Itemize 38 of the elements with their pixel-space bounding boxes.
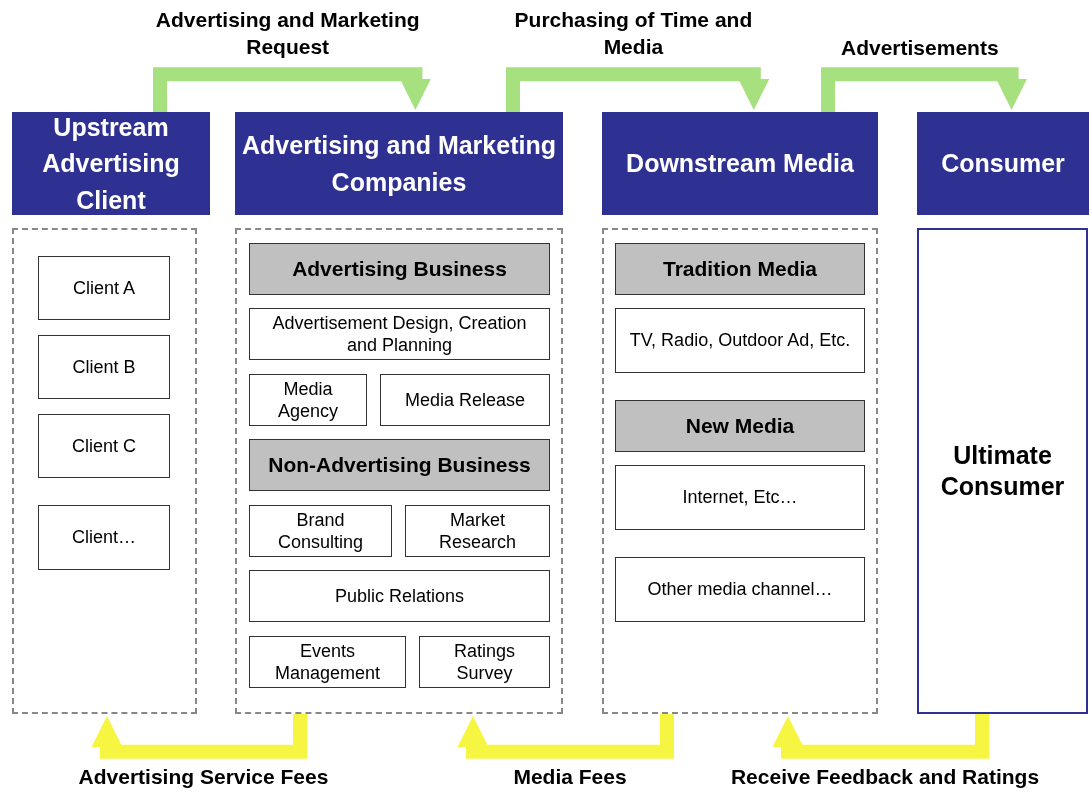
edge-label: Advertising and Marketing Request (154, 7, 421, 61)
item-box: Other media channel… (615, 557, 865, 622)
header-box: Consumer (917, 112, 1089, 215)
dashed-container (12, 228, 197, 714)
category-box: Non-Advertising Business (249, 439, 550, 491)
item-box: Client… (38, 505, 170, 570)
arrow (91, 714, 307, 759)
header-box: Downstream Media (602, 112, 878, 215)
arrow (506, 67, 770, 112)
arrow (772, 714, 989, 759)
arrow (821, 67, 1027, 112)
dashed-container (602, 228, 878, 714)
item-box: Client C (38, 414, 170, 478)
category-box: New Media (615, 400, 865, 452)
dashed-container (235, 228, 563, 714)
category-box: Advertising Business (249, 243, 550, 295)
item-box: Advertisement Design, Creation and Planning (249, 308, 550, 360)
item-box: TV, Radio, Outdoor Ad, Etc. (615, 308, 865, 373)
item-box: Brand Consulting (249, 505, 392, 557)
header-box: Upstream Advertising Client (12, 112, 210, 215)
arrow (153, 67, 431, 112)
arrow (457, 714, 674, 759)
category-box: Tradition Media (615, 243, 865, 295)
edge-label: Purchasing of Time and Media (513, 7, 754, 61)
edge-label: Advertisements (840, 35, 1000, 62)
item-box: Ratings Survey (419, 636, 550, 688)
item-box: Events Management (249, 636, 406, 688)
header-box: Advertising and Marketing Companies (235, 112, 563, 215)
edge-label: Receive Feedback and Ratings (729, 763, 1041, 790)
consumer-box: Ultimate Consumer (917, 228, 1088, 714)
item-box: Media Agency (249, 374, 367, 426)
edge-label: Advertising Service Fees (77, 763, 330, 790)
item-box: Internet, Etc… (615, 465, 865, 530)
item-box: Client B (38, 335, 170, 399)
item-box: Media Release (380, 374, 550, 426)
item-box: Client A (38, 256, 170, 320)
item-box: Market Research (405, 505, 550, 557)
item-box: Public Relations (249, 570, 550, 622)
